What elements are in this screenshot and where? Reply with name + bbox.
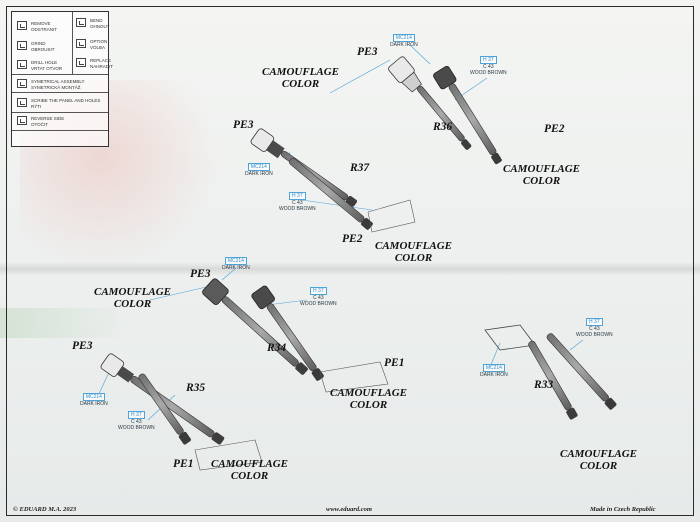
page-fold <box>0 262 700 276</box>
page-frame <box>6 6 694 516</box>
legend-divider <box>72 12 73 74</box>
remove-icon <box>17 21 27 30</box>
made-in: Made in Czech Republic <box>590 506 656 513</box>
copyright: © EDUARD M.A. 2023 <box>13 506 77 513</box>
website: www.eduard.com <box>326 506 372 513</box>
reverse-icon <box>17 116 27 125</box>
label-r36: R36 <box>433 121 453 133</box>
bend-icon <box>76 18 86 27</box>
label-pe2: PE2 <box>342 233 363 245</box>
symmetrical-icon <box>17 79 27 88</box>
label-pe1: PE1 <box>384 357 405 369</box>
label-r33: R33 <box>534 379 554 391</box>
label-pe3: PE3 <box>72 340 93 352</box>
label-r37: R37 <box>350 162 370 174</box>
background-bleed-green <box>0 308 130 338</box>
legend-rule <box>12 74 108 75</box>
label-pe3: PE3 <box>190 268 211 280</box>
callout-lines <box>97 44 584 421</box>
cutter-r33 <box>484 324 617 420</box>
option-icon <box>76 39 86 48</box>
legend-rule <box>12 130 108 131</box>
legend-rule <box>12 92 108 93</box>
label-pe2: PE2 <box>544 123 565 135</box>
label-r34: R34 <box>267 342 287 354</box>
replace-icon <box>76 58 86 67</box>
label-r35: R35 <box>186 382 206 394</box>
label-pe3: PE3 <box>357 46 378 58</box>
grind-icon <box>17 41 27 50</box>
cutter-r37 <box>250 128 416 233</box>
drill-icon <box>17 60 27 69</box>
legend-rule <box>12 112 108 113</box>
cutter-r34 <box>202 278 389 393</box>
label-pe3: PE3 <box>233 119 254 131</box>
scribe-icon <box>17 98 27 107</box>
label-pe1: PE1 <box>173 458 194 470</box>
cutter-r36 <box>388 56 502 165</box>
cutter-r35 <box>100 353 263 471</box>
